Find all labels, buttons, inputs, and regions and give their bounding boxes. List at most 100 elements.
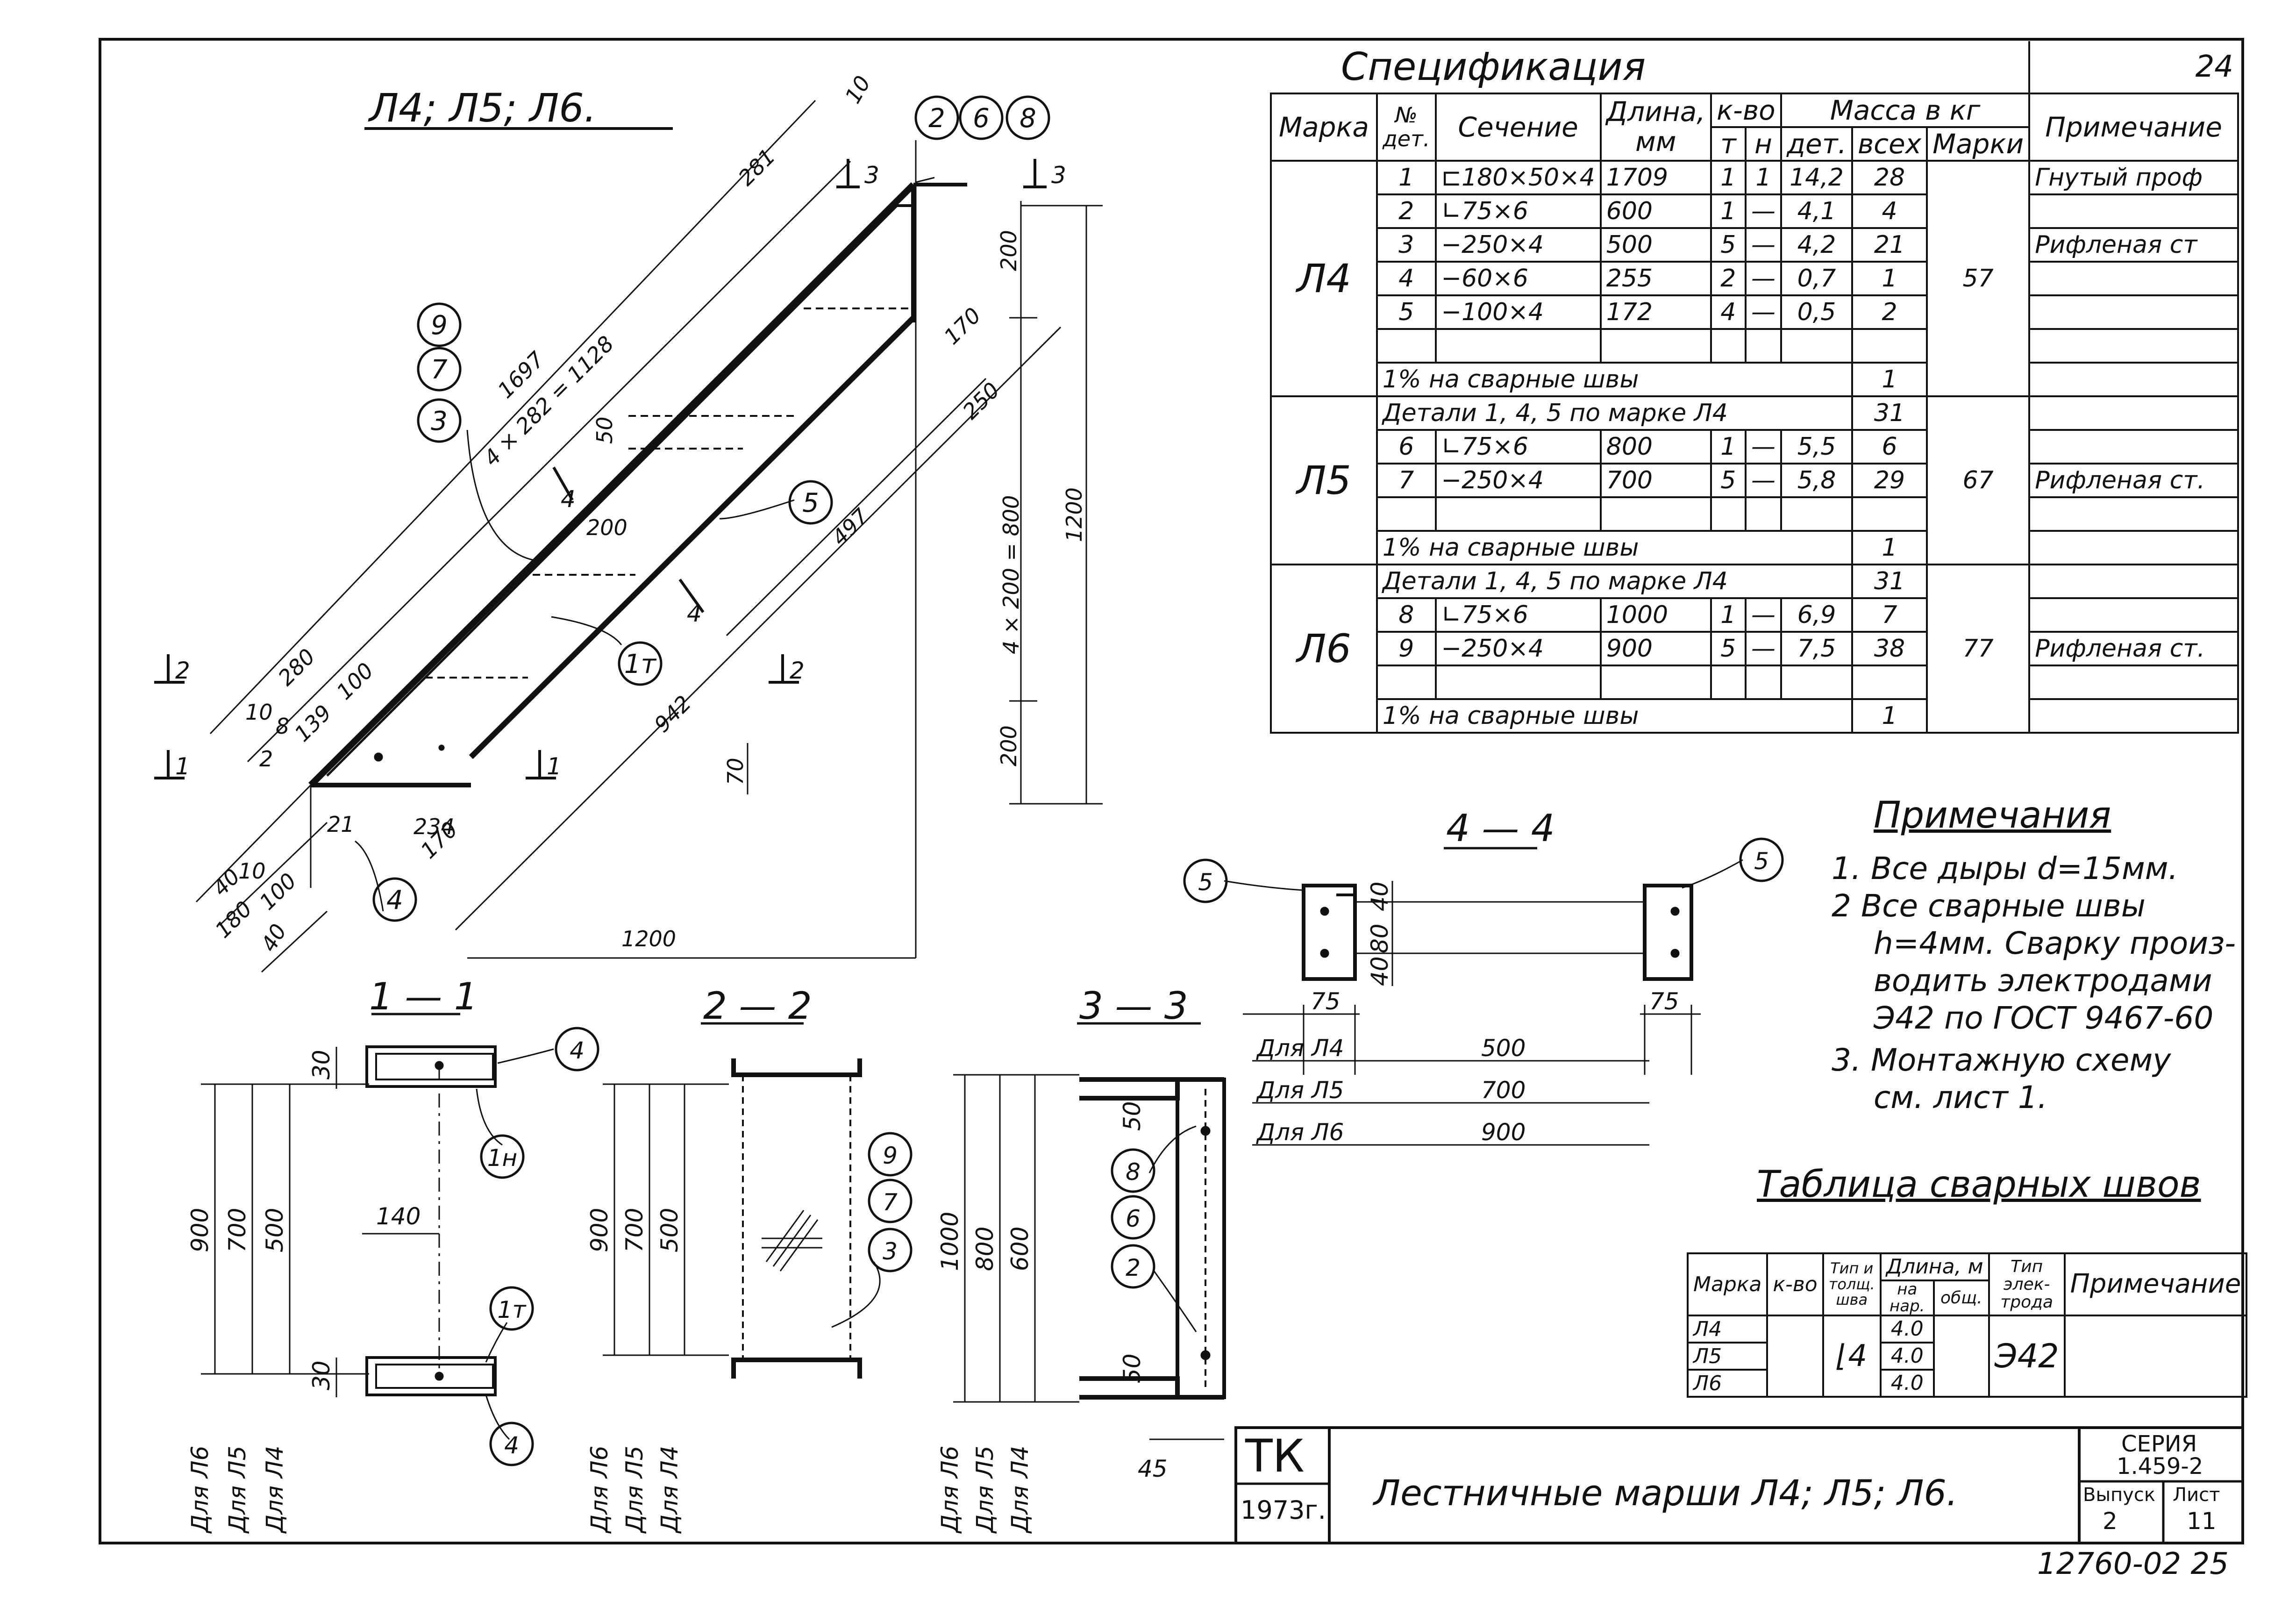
dim-8: 8 — [276, 714, 289, 739]
callout-1t-s11: 1т — [498, 1296, 527, 1323]
stamp-series: 1.459-2 — [2117, 1453, 2203, 1479]
callout-1t: 1т — [624, 649, 657, 679]
s33-dim-600: 600 — [1006, 1227, 1034, 1271]
spec-cell: 14,2 — [1780, 160, 1853, 195]
note-1: 1. Все дыры d=15мм. — [1832, 851, 2178, 886]
dim-170: 170 — [939, 303, 986, 350]
spec-row-blank — [1271, 665, 2239, 700]
welds-cell-mark: Л6 — [1686, 1369, 1768, 1398]
spec-cell: −250×4 — [1434, 631, 1602, 666]
spec-cell: 3 — [1376, 227, 1437, 263]
s33-label-L6: Для Л6 — [936, 1446, 963, 1534]
s33-dim-50-bottom: 50 — [1119, 1353, 1146, 1383]
dim-10-left: 10 — [245, 700, 273, 725]
spec-header-qty-t: т — [1710, 126, 1747, 162]
cut-label-4-upper: 4 — [561, 486, 576, 513]
spec-row: 5 −100×4 172 4 — 0,5 2 — [1271, 294, 2239, 330]
spec-cell: ∟75×6 — [1434, 193, 1602, 229]
spec-cell: 5 — [1710, 631, 1747, 666]
s22-dim-900: 900 — [586, 1208, 613, 1252]
spec-cell: 4,2 — [1780, 227, 1853, 263]
spec-cell: 6 — [1376, 429, 1437, 465]
spec-cell: Рифленая ст. — [2028, 631, 2239, 666]
spec-cell: 0,7 — [1780, 261, 1853, 296]
callout-4-s11-top: 4 — [570, 1037, 585, 1064]
s44-row-label-L4: Для Л4 — [1256, 1035, 1344, 1062]
spec-welds-L4: 1% на сварные швы — [1376, 362, 1853, 397]
spec-cell: — — [1744, 463, 1782, 498]
spec-cell: 2 — [1851, 294, 1928, 330]
dim-281: 281 — [734, 144, 780, 191]
spec-cell: 1 — [1710, 193, 1747, 229]
dim-4x200: 4 × 200 = 800 — [998, 495, 1024, 654]
spec-welds-L5-val: 1 — [1851, 530, 1928, 565]
section-2-2 — [603, 1022, 913, 1379]
spec-header-mass-det: дет. — [1780, 126, 1853, 162]
section-2-2-title: 2 — 2 — [703, 984, 812, 1028]
spec-cell: Гнутый проф — [2028, 160, 2239, 195]
s22-label-L5: Для Л5 — [621, 1446, 648, 1534]
spec-cell: 2 — [1710, 261, 1747, 296]
spec-cell: 600 — [1599, 193, 1712, 229]
dim-100: 100 — [332, 658, 378, 705]
document-number: 12760-02 25 — [2037, 1547, 2229, 1581]
title-block — [1234, 1426, 2244, 1544]
note-2-line-2: h=4мм. Сварку произ- — [1874, 925, 2236, 961]
spec-welds-L6: 1% на сварные швы — [1376, 698, 1853, 734]
s44-dim-900: 900 — [1481, 1119, 1526, 1146]
spec-cell: 6,9 — [1780, 597, 1853, 633]
spec-cell: 1709 — [1599, 160, 1712, 195]
welds-header-electrode: Тип элек-трода — [1988, 1252, 2066, 1317]
spec-cell: — — [1744, 631, 1782, 666]
spec-cell: 172 — [1599, 294, 1712, 330]
section-3-3-title: 3 — 3 — [1079, 984, 1188, 1028]
spec-header-note: Примечание — [2028, 93, 2239, 162]
section-3-3 — [953, 1022, 1226, 1440]
stamp-year: 1973г. — [1241, 1495, 1326, 1525]
callout-3: 3 — [431, 406, 448, 436]
s11-dim-30-bottom: 30 — [308, 1360, 335, 1390]
spec-row: 3 −250×4 500 5 — 4,2 21 Рифленая ст — [1271, 227, 2239, 263]
spec-cell: 5 — [1376, 294, 1437, 330]
dim-1200-horizontal: 1200 — [621, 926, 676, 951]
callout-5: 5 — [802, 488, 819, 518]
spec-cell: 1 — [1376, 160, 1437, 195]
dim-2: 2 — [259, 746, 273, 772]
callout-7-s22: 7 — [883, 1189, 898, 1216]
spec-cell: ∟75×6 — [1434, 429, 1602, 465]
spec-cell: −250×4 — [1434, 227, 1602, 263]
callout-5-s44-left: 5 — [1198, 869, 1213, 896]
spec-cell: 7 — [1376, 463, 1437, 498]
dim-1200-vertical: 1200 — [1062, 487, 1087, 542]
s11-dim-140: 140 — [376, 1203, 421, 1230]
s11-label-L6: Для Л6 — [186, 1446, 214, 1534]
stamp-sheet-label: Лист — [2173, 1484, 2220, 1506]
cut-label-2-right: 2 — [790, 657, 805, 684]
welds-cell-mark: Л5 — [1686, 1342, 1768, 1371]
spec-row: 8 ∟75×6 1000 1 — 6,9 7 — [1271, 597, 2239, 633]
cut-label-3-left: 3 — [864, 162, 879, 189]
spec-cell: 900 — [1599, 631, 1712, 666]
s11-label-L4: Для Л4 — [261, 1446, 288, 1534]
spec-total-L6: 77 — [1926, 564, 2031, 734]
welds-header-len-one: на нар. — [1879, 1279, 1935, 1317]
dim-280: 280 — [273, 644, 320, 691]
s11-label-L5: Для Л5 — [224, 1446, 251, 1534]
section-4-4 — [1183, 837, 1784, 1146]
spec-cell: 1 — [1710, 429, 1747, 465]
spec-row-welds: 1% на сварные швы 1 — [1271, 698, 2239, 734]
callout-group-top — [372, 95, 1050, 922]
dim-4x282: 4 × 282 = 1128 — [479, 331, 619, 471]
s44-dim-40-top: 40 — [1366, 881, 1393, 911]
spec-cell: Рифленая ст — [2028, 227, 2239, 263]
welds-header-mark: Марка — [1686, 1252, 1768, 1317]
dim-139: 139 — [290, 700, 336, 747]
callout-3-s22: 3 — [883, 1238, 898, 1265]
s44-dim-80: 80 — [1366, 923, 1393, 953]
dim-40-bottom: 40 — [256, 920, 292, 956]
callout-4: 4 — [386, 885, 403, 915]
spec-welds-L4-val: 1 — [1851, 362, 1928, 397]
s22-label-L4: Для Л4 — [656, 1446, 683, 1534]
dim-50: 50 — [592, 416, 617, 444]
